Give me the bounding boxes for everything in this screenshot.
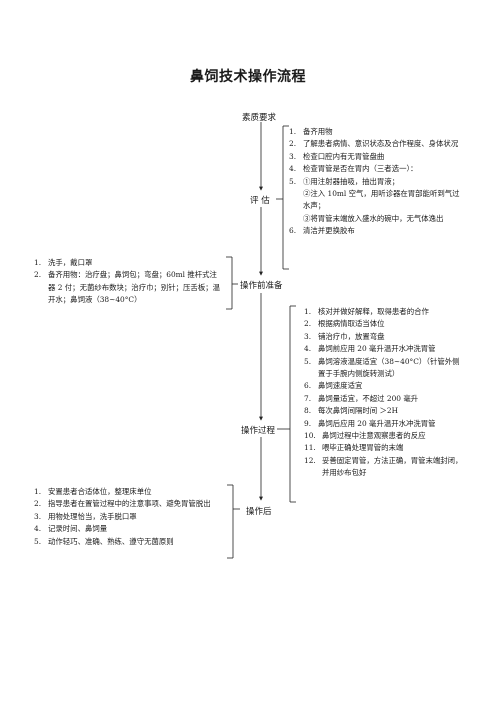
- preparation-list: 1.洗手，戴口罩 2.备齐用物：治疗盘；鼻饲包；弯盘；60ml 推杆式注器 2 …: [34, 257, 224, 307]
- node-assessment: 评 估: [250, 196, 270, 206]
- list-item: 1.安置患者合适体位，整理床单位: [34, 487, 152, 496]
- list-item: ③将胃管末端放入盛水的碗中，无气体逸出: [303, 213, 444, 223]
- list-item: 5.动作轻巧、准确、熟练、遵守无菌原则: [34, 536, 174, 546]
- list-item: 1.核对并做好解释，取得患者的合作: [304, 307, 429, 316]
- list-item: 2.指导患者在置管过程中的注意事项、避免胃管脱出: [34, 499, 211, 509]
- node-after: 操作后: [246, 507, 272, 517]
- list-item: ②注入 10ml 空气，用听诊器在胃部能听到气过水声；: [303, 189, 460, 211]
- list-item: 1.洗手，戴口罩: [34, 258, 93, 267]
- list-item: 5.①用注射器抽吸，抽出胃液；: [289, 176, 400, 186]
- list-item: 2.备齐用物：治疗盘；鼻饲包；弯盘；60ml 推杆式注器 2 付；无菌纱布数块；…: [34, 270, 220, 305]
- list-item: 3.检查口腔内有无胃管盘曲: [289, 151, 385, 161]
- list-item: 6.清洁并更换胶布: [289, 226, 355, 236]
- list-item: 4.记录时间、鼻饲量: [34, 524, 108, 534]
- list-item: 7.鼻饲量适宜，不超过 200 毫升: [304, 393, 419, 403]
- list-item: 2.根据病情取适当体位: [304, 319, 385, 329]
- list-item: 2.了解患者病情、意识状态及合作程度、身体状况: [289, 139, 459, 149]
- list-item: 11.喂毕正确处理胃管的末端: [304, 443, 404, 453]
- page-title: 鼻饲技术操作流程: [190, 69, 306, 85]
- list-item: 1.备齐用物: [289, 127, 333, 136]
- after-list: 1.安置患者合适体位，整理床单位 2.指导患者在置管过程中的注意事项、避免胃管脱…: [34, 486, 224, 548]
- list-item: 4.检查胃管是否在胃内（三者选一）：: [289, 164, 418, 174]
- process-list: 1.核对并做好解释，取得患者的合作 2.根据病情取适当体位 3.铺治疗巾，放置弯…: [304, 306, 464, 480]
- list-item: 3.用物处理恰当，洗手脱口罩: [34, 511, 137, 521]
- node-preparation: 操作前准备: [240, 281, 283, 291]
- node-quality-requirements: 素质要求: [242, 113, 277, 123]
- list-item: 9.鼻饲后应用 20 毫升温开水冲洗胃管: [304, 418, 436, 428]
- list-item: 6.鼻饲速度适宜: [304, 381, 363, 391]
- list-item: 10.鼻饲过程中注意观察患者的反应: [304, 431, 426, 441]
- list-item: 12.妥善固定胃管，方法正确，胃管末端封闭，并用纱布包好: [304, 455, 463, 478]
- list-item: 8.每次鼻饲间隔时间 ＞2H: [304, 406, 399, 416]
- assessment-list: 1.备齐用物 2.了解患者病情、意识状态及合作程度、身体状况 3.检查口腔内有无…: [289, 126, 464, 238]
- list-item: 4.鼻饲前应用 20 毫升温开水冲洗胃管: [304, 344, 436, 354]
- list-item: 3.铺治疗巾，放置弯盘: [304, 331, 385, 341]
- node-process: 操作过程: [241, 426, 276, 436]
- list-item: 5.鼻饲溶液温度适宜（38~40°C）（针管外侧置于手腕内侧旋转测试）: [304, 356, 460, 379]
